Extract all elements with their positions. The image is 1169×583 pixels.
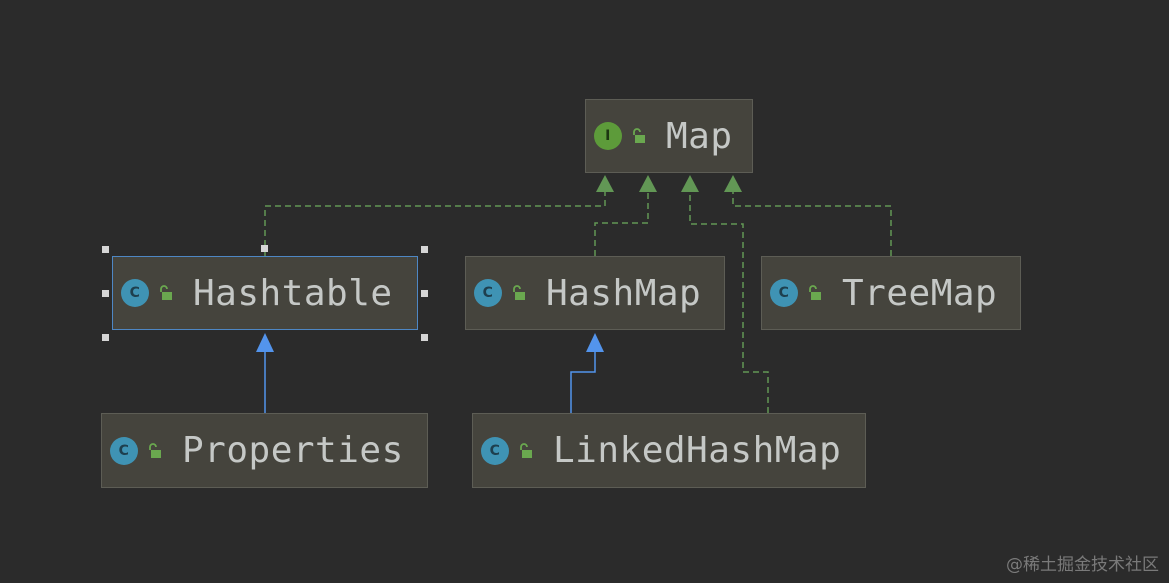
node-label: Hashtable — [193, 272, 393, 314]
unlocked-icon — [517, 442, 533, 459]
class-icon: C — [121, 279, 149, 307]
node-label: Map — [666, 115, 733, 157]
class-icon: C — [474, 279, 502, 307]
node-hashmap[interactable]: C HashMap — [465, 256, 725, 330]
unlocked-icon — [510, 285, 526, 301]
arrowhead-implements — [639, 175, 657, 192]
node-treemap[interactable]: C TreeMap — [761, 256, 1021, 330]
arrowhead-implements — [596, 175, 614, 192]
edge-hashmap-implements-map — [594, 190, 649, 256]
unlocked-icon — [806, 285, 822, 301]
unlocked-icon — [630, 128, 646, 144]
selection-handle-bottom-right[interactable] — [421, 334, 428, 341]
arrowhead-implements — [681, 175, 699, 192]
class-icon: C — [770, 279, 798, 307]
edge-treemap-implements-map — [732, 190, 892, 256]
watermark: @稀土掘金技术社区 — [1006, 555, 1159, 575]
unlocked-icon — [157, 285, 173, 301]
arrowhead-extends — [586, 333, 604, 352]
edge-port — [261, 245, 268, 252]
unlocked-icon — [146, 442, 162, 459]
selection-handle-top-left[interactable] — [102, 246, 109, 253]
node-label: Properties — [182, 430, 404, 471]
node-label: HashMap — [546, 272, 702, 314]
edge-hashtable-implements-map — [264, 190, 606, 256]
class-icon: C — [481, 436, 509, 465]
selection-handle-left[interactable] — [102, 290, 109, 297]
selection-handle-bottom-left[interactable] — [102, 334, 109, 341]
selection-handle-top-right[interactable] — [421, 246, 428, 253]
class-icon: C — [110, 436, 138, 465]
selection-handle-right[interactable] — [421, 290, 428, 297]
interface-icon: I — [594, 122, 622, 150]
node-label: LinkedHashMap — [553, 430, 842, 471]
node-label: TreeMap — [842, 272, 998, 314]
node-linkedhashmap[interactable]: C LinkedHashMap — [472, 413, 866, 488]
node-properties[interactable]: C Properties — [101, 413, 428, 488]
arrowhead-extends — [256, 333, 274, 352]
node-hashtable[interactable]: C Hashtable — [112, 256, 418, 330]
edge-linkedhashmap-extends-hashmap — [570, 350, 596, 413]
node-map[interactable]: I Map — [585, 99, 753, 173]
edge-linkedhashmap-implements-map — [689, 190, 769, 413]
arrowhead-implements — [724, 175, 742, 192]
